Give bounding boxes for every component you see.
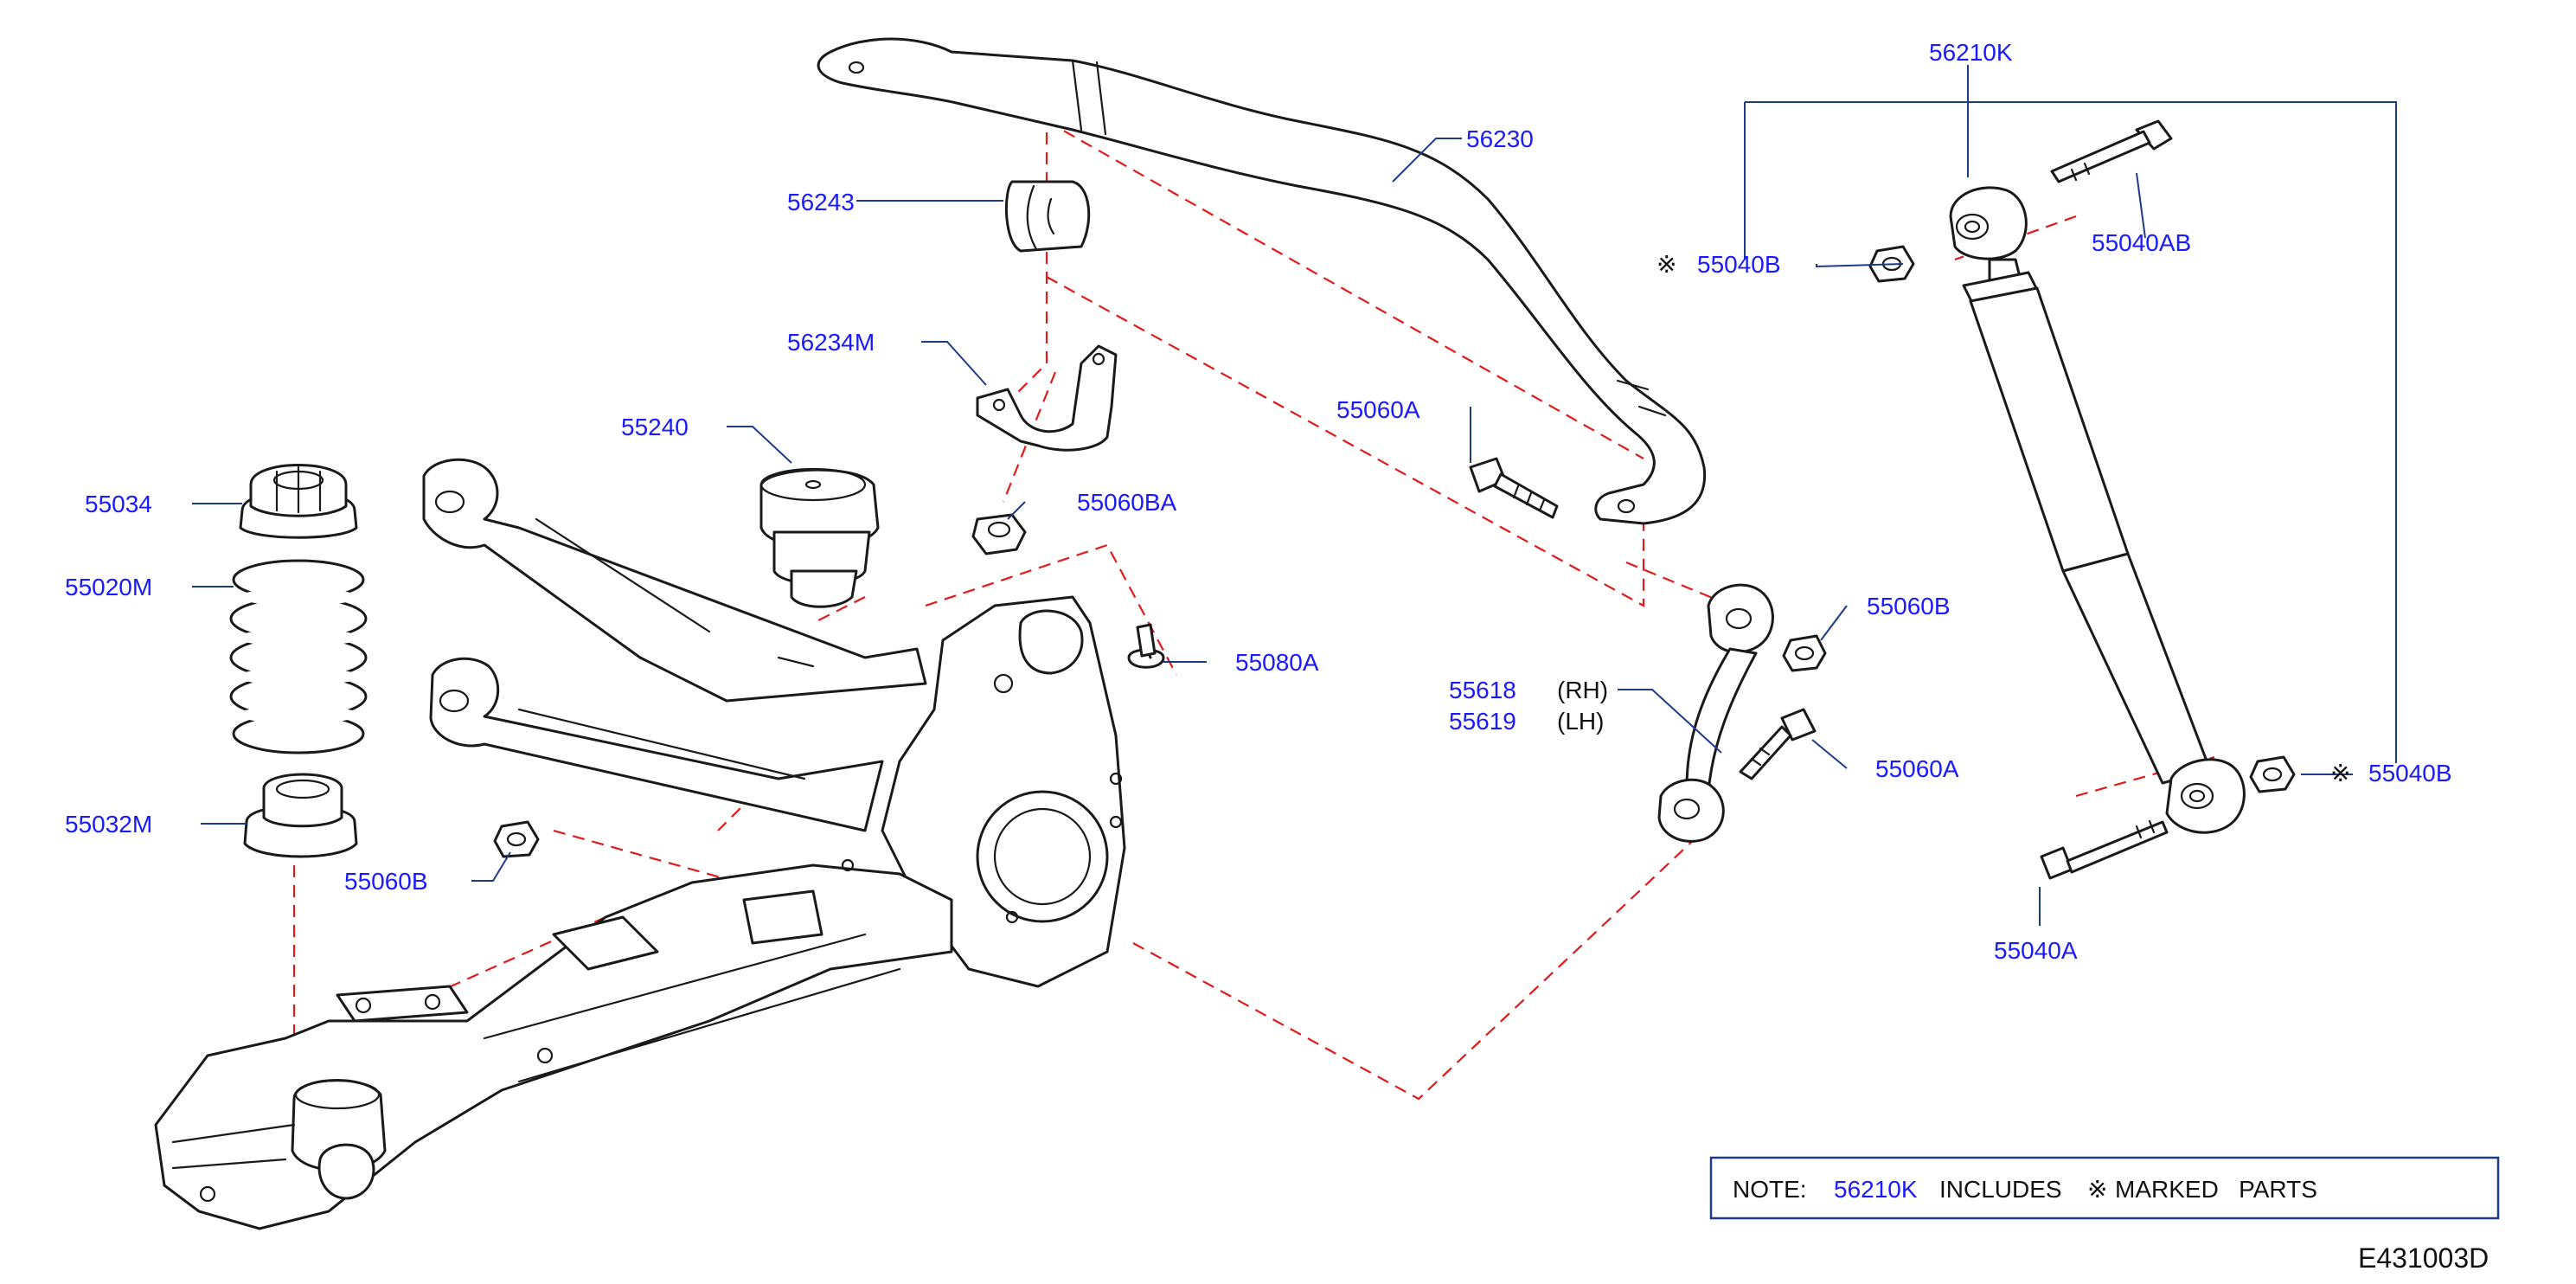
coil-spring-55020M <box>229 559 368 754</box>
bolt-55060A-mid <box>1739 708 1817 780</box>
bolt-55040A <box>2040 819 2169 880</box>
note-text: INCLUDES <box>1939 1176 2062 1203</box>
spring-seat-55034 <box>239 464 358 539</box>
label-55619: 55619 <box>1449 708 1516 735</box>
label-56243: 56243 <box>787 189 855 215</box>
label-rh: (RH) <box>1557 677 1608 703</box>
diagram-code: E431003D <box>2358 1242 2489 1274</box>
note-prefix: NOTE: <box>1733 1176 1807 1203</box>
note-part: 56210K <box>1834 1176 1918 1203</box>
nut-55060BA <box>971 513 1027 555</box>
label-55040B-left: 55040B <box>1697 251 1781 278</box>
bolt-55040AB <box>2050 119 2173 183</box>
label-56234M: 56234M <box>787 329 875 356</box>
upper-link-arm <box>422 458 927 703</box>
stabilizer-bar-56230 <box>817 37 1707 525</box>
label-lh: (LH) <box>1557 708 1604 735</box>
nut-55060B-low <box>493 820 540 858</box>
lower-link-arm <box>429 657 884 832</box>
bolt-55060A-top <box>1469 457 1559 519</box>
label-55080A: 55080A <box>1235 649 1319 676</box>
bushing-56243 <box>1004 180 1091 253</box>
callout-labels: 56210K 56230 56243 56234M 55060A 55240 5… <box>65 39 2452 964</box>
marker-left: ※ <box>1656 251 1676 278</box>
label-55618: 55618 <box>1449 677 1516 703</box>
label-55032M: 55032M <box>65 811 152 838</box>
nut-55060B-mid <box>1782 634 1827 672</box>
label-56210K: 56210K <box>1929 39 2013 66</box>
label-55060B-mid: 55060B <box>1867 593 1951 620</box>
label-55034: 55034 <box>85 491 152 517</box>
label-55020M: 55020M <box>65 574 152 600</box>
bracket-56234M <box>976 344 1118 452</box>
nut-55040B-right <box>2249 755 2296 793</box>
note-box: NOTE: 56210K INCLUDES ※ MARKED PARTS <box>1709 1156 2500 1220</box>
bump-stopper-55240 <box>759 467 880 608</box>
bolt-55080A <box>1127 623 1165 669</box>
note-mark: ※ <box>2087 1176 2107 1203</box>
label-55060A-mid: 55060A <box>1875 755 1959 782</box>
knuckle-hub <box>881 595 1126 988</box>
label-55060BA: 55060BA <box>1077 489 1177 516</box>
label-55240: 55240 <box>621 414 689 440</box>
shock-absorber-56210K <box>1949 186 2246 834</box>
leader-lines <box>192 65 2397 926</box>
note-suffix: MARKED PARTS <box>2115 1176 2317 1203</box>
label-55040A: 55040A <box>1994 937 2078 964</box>
label-55060B-low: 55060B <box>344 868 428 895</box>
rear-suspension-member <box>154 858 953 1230</box>
label-55040B-right: 55040B <box>2368 760 2452 786</box>
label-55040AB: 55040AB <box>2092 229 2191 256</box>
marker-right: ※ <box>2330 760 2350 786</box>
label-55060A-top: 55060A <box>1336 396 1420 423</box>
label-56230: 56230 <box>1466 125 1534 152</box>
spring-seat-55032M <box>243 773 358 858</box>
stabilizer-link-55618 <box>1657 583 1774 843</box>
